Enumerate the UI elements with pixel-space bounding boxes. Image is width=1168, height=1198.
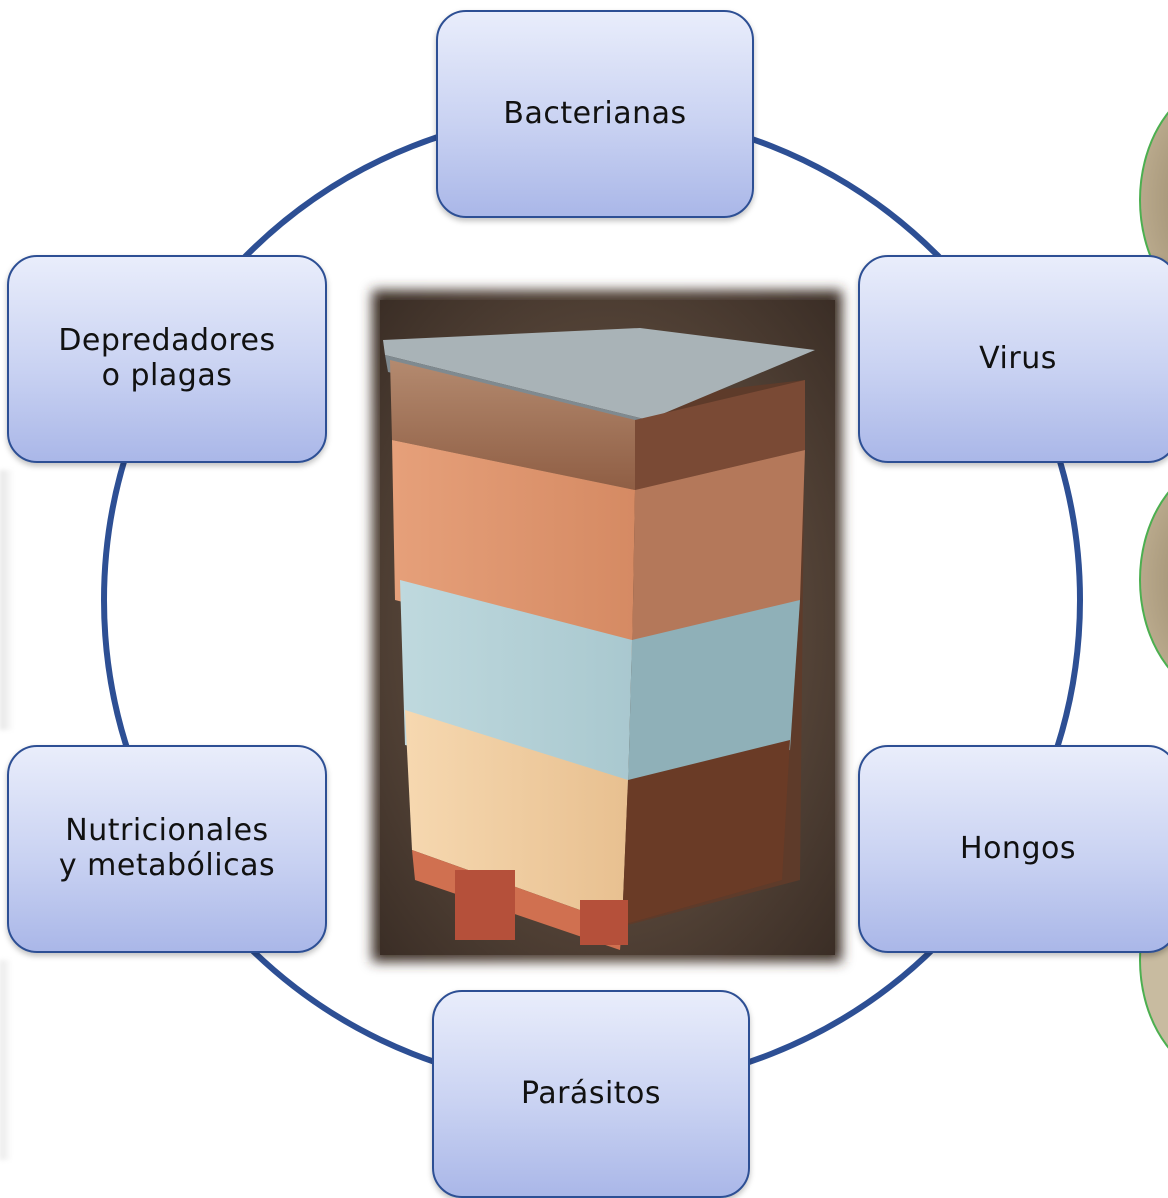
node-label: Hongos [960,830,1076,866]
background-edge-left-lower [0,960,12,1160]
right-edge-photos [1139,111,1168,1049]
node-label: Virus [979,340,1057,376]
node-label: Depredadores o plagas [58,323,276,393]
node-parasitos: Parásitos [432,990,750,1198]
node-nutricionales: Nutricionales y metabólicas [7,745,327,953]
node-hongos: Hongos [858,745,1168,953]
node-label: Nutricionales y metabólicas [58,813,276,883]
node-label: Parásitos [520,1075,662,1111]
node-virus: Virus [858,255,1168,463]
node-depredadores: Depredadores o plagas [7,255,327,463]
beehive-photo [372,290,842,962]
node-bacterianas: Bacterianas [436,10,754,218]
background-edge-left [0,470,14,730]
node-label: Bacterianas [503,95,687,131]
